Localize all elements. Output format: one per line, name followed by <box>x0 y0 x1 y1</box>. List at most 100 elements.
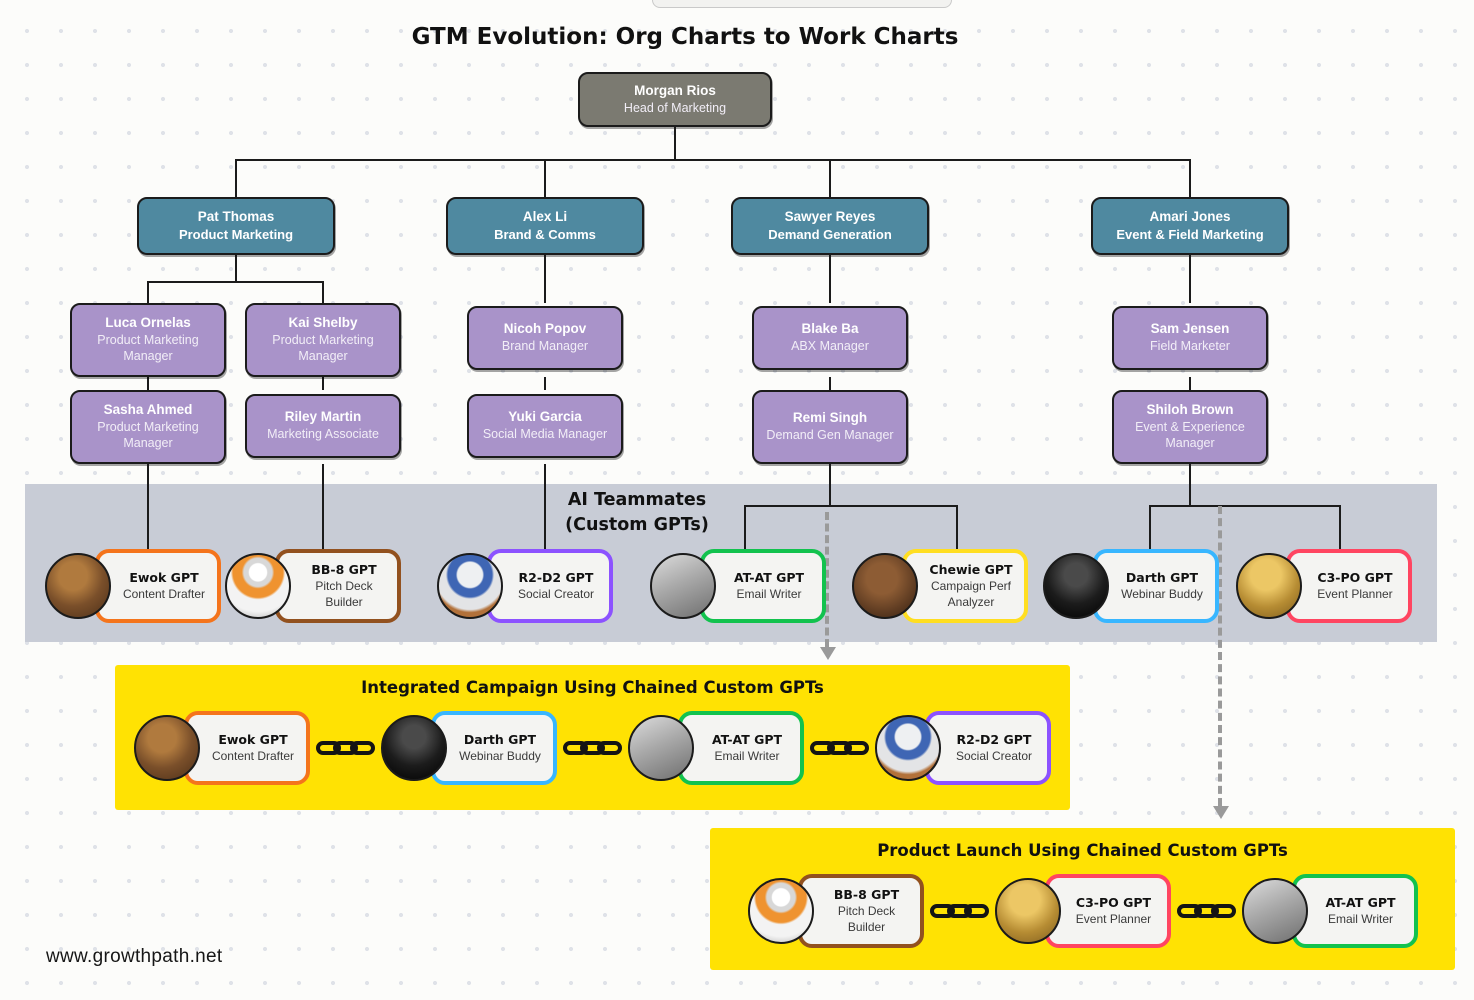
gpt-name: Ewok GPT <box>129 569 199 585</box>
connector-line <box>1189 159 1191 197</box>
gpt-role: Email Writer <box>714 748 780 763</box>
person-name: Sasha Ahmed <box>103 402 193 418</box>
connector-line <box>1149 505 1341 507</box>
connector-line <box>544 159 546 197</box>
chewie-avatar <box>852 553 918 619</box>
band-title-line2: (Custom GPTs) <box>565 515 709 536</box>
gpt-name: R2-D2 GPT <box>518 569 594 585</box>
c3po-avatar <box>994 878 1061 944</box>
connector-line <box>829 255 831 303</box>
org-node-amari-jones: Amari Jones Event & Field Marketing <box>1091 197 1289 255</box>
org-node-luca-ornelas: Luca Ornelas Product Marketing Manager <box>70 303 226 377</box>
darth-avatar <box>381 715 447 781</box>
connector-line <box>1189 377 1191 390</box>
connector-line <box>322 281 324 303</box>
connector-line <box>235 159 1190 161</box>
workflow-title: Integrated Campaign Using Chained Custom… <box>361 678 824 697</box>
person-role: Event & Field Marketing <box>1116 226 1264 242</box>
gpt-card-c3po: C3-PO GPT Event Planner <box>1236 549 1412 623</box>
person-role: Product Marketing <box>178 226 294 242</box>
gpt-card-bb8: BB-8 GPT Pitch Deck Builder <box>225 549 401 623</box>
person-name: Pat Thomas <box>197 208 275 224</box>
person-name: Yuki Garcia <box>508 409 582 425</box>
org-node-kai-shelby: Kai Shelby Product Marketing Manager <box>245 303 401 377</box>
org-node-riley-martin: Riley Martin Marketing Associate <box>245 394 401 458</box>
person-role: Product Marketing Manager <box>97 333 199 363</box>
gpt-card-darth: Darth GPT Webinar Buddy <box>1043 549 1219 623</box>
org-node-blake-ba: Blake Ba ABX Manager <box>752 306 908 370</box>
gpt-card-bb8: BB-8 GPT Pitch Deck Builder <box>747 874 924 948</box>
connector-line <box>147 281 149 303</box>
gpt-card-chewie: Chewie GPT Campaign Perf Analyzer <box>852 549 1028 623</box>
gpt-card-atat: AT-AT GPT Email Writer <box>1241 874 1418 948</box>
chain-link-icon <box>563 741 622 755</box>
gpt-name: BB-8 GPT <box>833 886 900 902</box>
person-name: Alex Li <box>522 208 568 224</box>
person-role: Social Media Manager <box>482 427 608 442</box>
gpt-name: Darth GPT <box>1125 569 1199 585</box>
person-name: Nicoh Popov <box>503 321 587 337</box>
person-role: Product Marketing Manager <box>97 420 199 450</box>
person-name: Morgan Rios <box>634 82 716 98</box>
connector-line <box>235 255 237 282</box>
cropped-banner <box>652 0 952 8</box>
band-title-line1: AI Teammates <box>567 490 707 510</box>
person-name: Amari Jones <box>1149 208 1231 224</box>
person-name: Remi Singh <box>792 410 868 426</box>
connector-line <box>147 377 149 390</box>
person-name: Sawyer Reyes <box>784 208 876 224</box>
connector-line <box>829 159 831 197</box>
workflow-chain-row: BB-8 GPT Pitch Deck Builder C3-PO GPT Ev… <box>710 874 1455 948</box>
gpt-role: Campaign Perf Analyzer <box>930 579 1012 609</box>
org-node-morgan-rios: Morgan Rios Head of Marketing <box>578 72 772 127</box>
atat-avatar <box>650 553 716 619</box>
gpt-role: Content Drafter <box>122 586 206 601</box>
r2d2-avatar <box>437 553 503 619</box>
connector-line <box>544 464 546 552</box>
bb8-avatar <box>747 878 814 944</box>
workflow-chain-row: Ewok GPT Content Drafter Darth GPT Webin… <box>115 711 1070 785</box>
r2d2-avatar <box>875 715 941 781</box>
atat-avatar <box>628 715 694 781</box>
gpt-name: Ewok GPT <box>218 731 288 747</box>
person-role: Field Marketer <box>1150 339 1230 354</box>
gpt-card-ewok: Ewok GPT Content Drafter <box>134 711 310 785</box>
gpt-name: C3-PO GPT <box>1075 894 1152 910</box>
gpt-name: C3-PO GPT <box>1317 569 1393 585</box>
connector-line <box>322 464 324 552</box>
connector-line <box>544 255 546 303</box>
connector-line <box>674 127 676 160</box>
person-name: Kai Shelby <box>288 315 358 331</box>
website-url: www.growthpath.net <box>46 946 223 967</box>
workflow-title: Product Launch Using Chained Custom GPTs <box>877 841 1288 860</box>
org-node-shiloh-brown: Shiloh Brown Event & Experience Manager <box>1112 390 1268 464</box>
chain-link-icon <box>316 741 375 755</box>
gpt-role: Event Planner <box>1075 911 1152 926</box>
org-node-sasha-ahmed: Sasha Ahmed Product Marketing Manager <box>70 390 226 464</box>
gpt-card-atat: AT-AT GPT Email Writer <box>628 711 804 785</box>
ewok-avatar <box>134 715 200 781</box>
connector-line <box>322 377 324 390</box>
gpt-role: Social Creator <box>517 586 595 601</box>
connector-line <box>235 159 237 197</box>
gpt-role: Content Drafter <box>211 748 295 763</box>
gpt-name: AT-AT GPT <box>711 731 783 747</box>
org-node-yuki-garcia: Yuki Garcia Social Media Manager <box>467 394 623 458</box>
person-role: Event & Experience Manager <box>1135 420 1245 450</box>
gpt-card-r2d2: R2-D2 GPT Social Creator <box>875 711 1051 785</box>
org-node-pat-thomas: Pat Thomas Product Marketing <box>137 197 335 255</box>
person-role: Demand Generation <box>768 226 892 242</box>
chain-link-icon <box>810 741 869 755</box>
bb8-avatar <box>225 553 291 619</box>
org-node-sawyer-reyes: Sawyer Reyes Demand Generation <box>731 197 929 255</box>
connector-line <box>1189 464 1191 506</box>
darth-avatar <box>1043 553 1109 619</box>
atat-avatar <box>1241 878 1308 944</box>
connector-line <box>147 281 324 283</box>
connector-line <box>544 377 546 390</box>
gpt-role: Webinar Buddy <box>459 748 541 763</box>
chain-link-icon <box>929 904 989 918</box>
gpt-card-atat: AT-AT GPT Email Writer <box>650 549 826 623</box>
gpt-role: Pitch Deck Builder <box>315 579 373 609</box>
